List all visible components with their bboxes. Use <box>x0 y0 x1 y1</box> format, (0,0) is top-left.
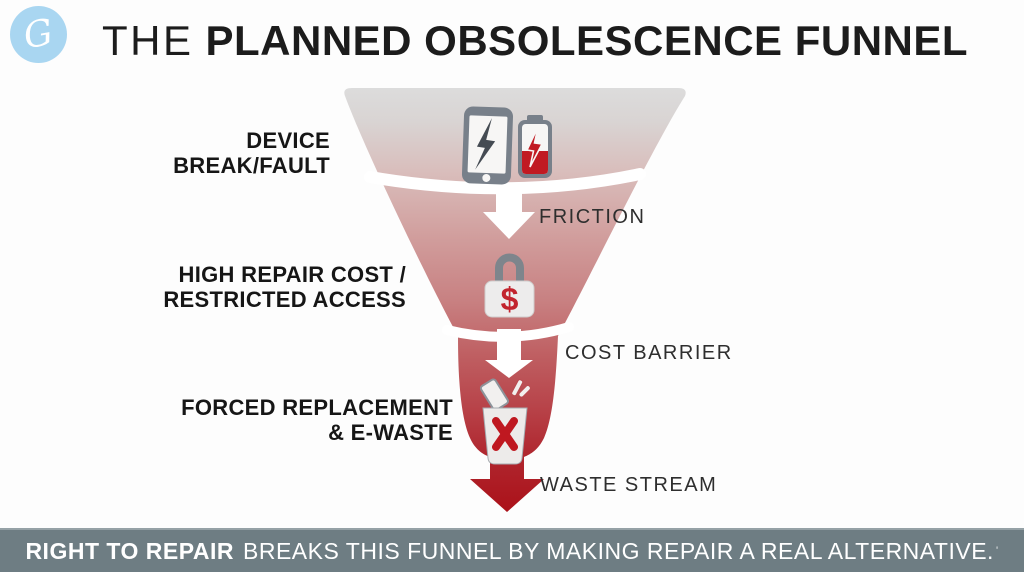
broken-phone-icon <box>461 106 514 185</box>
ewaste-trash-icon <box>479 378 530 465</box>
funnel-graphic: $ <box>344 88 686 512</box>
stage-label-line: FORCED REPLACEMENT <box>181 395 453 420</box>
page-title-main: PLANNED OBSOLESCENCE FUNNEL <box>205 17 969 64</box>
flow-label-waste-stream: WASTE STREAM <box>540 474 718 496</box>
stage-label-line: BREAK/FAULT <box>173 153 330 179</box>
lock-dollar-symbol: $ <box>501 281 519 317</box>
flow-arrow-1-icon <box>483 192 535 239</box>
stage-label-line: & E-WASTE <box>328 420 453 446</box>
stage-label-high-repair-cost: HIGH REPAIR COST / RESTRICTED ACCESS <box>136 262 406 312</box>
stage-label-line: RESTRICTED ACCESS <box>163 287 406 313</box>
flow-arrow-2-icon <box>485 329 533 378</box>
stage-label-line: HIGH REPAIR COST / <box>178 262 406 287</box>
funnel-gap-1 <box>364 168 646 195</box>
stage-label-forced-replacement: FORCED REPLACEMENT & E-WASTE <box>153 395 453 445</box>
footer-highlight: RIGHT TO REPAIR <box>25 537 234 564</box>
stage-label-device-break-fault: DEVICE BREAK/FAULT <box>80 128 330 178</box>
flow-label-friction: FRICTION <box>539 206 646 228</box>
brand-logo-glyph: G <box>20 11 57 57</box>
page-title-prefix: THE <box>102 17 194 64</box>
flow-label-cost-barrier: COST BARRIER <box>565 342 733 364</box>
dead-battery-icon <box>518 115 552 178</box>
stage-label-line: DEVICE <box>246 128 330 153</box>
footer-banner: RIGHT TO REPAIR BREAKS THIS FUNNEL BY MA… <box>0 528 1024 572</box>
brand-logo: G <box>10 6 67 63</box>
footer-footnote-mark: ' <box>995 545 999 557</box>
cost-lock-icon: $ <box>484 253 535 318</box>
footer-text: BREAKS THIS FUNNEL BY MAKING REPAIR A RE… <box>243 537 994 564</box>
